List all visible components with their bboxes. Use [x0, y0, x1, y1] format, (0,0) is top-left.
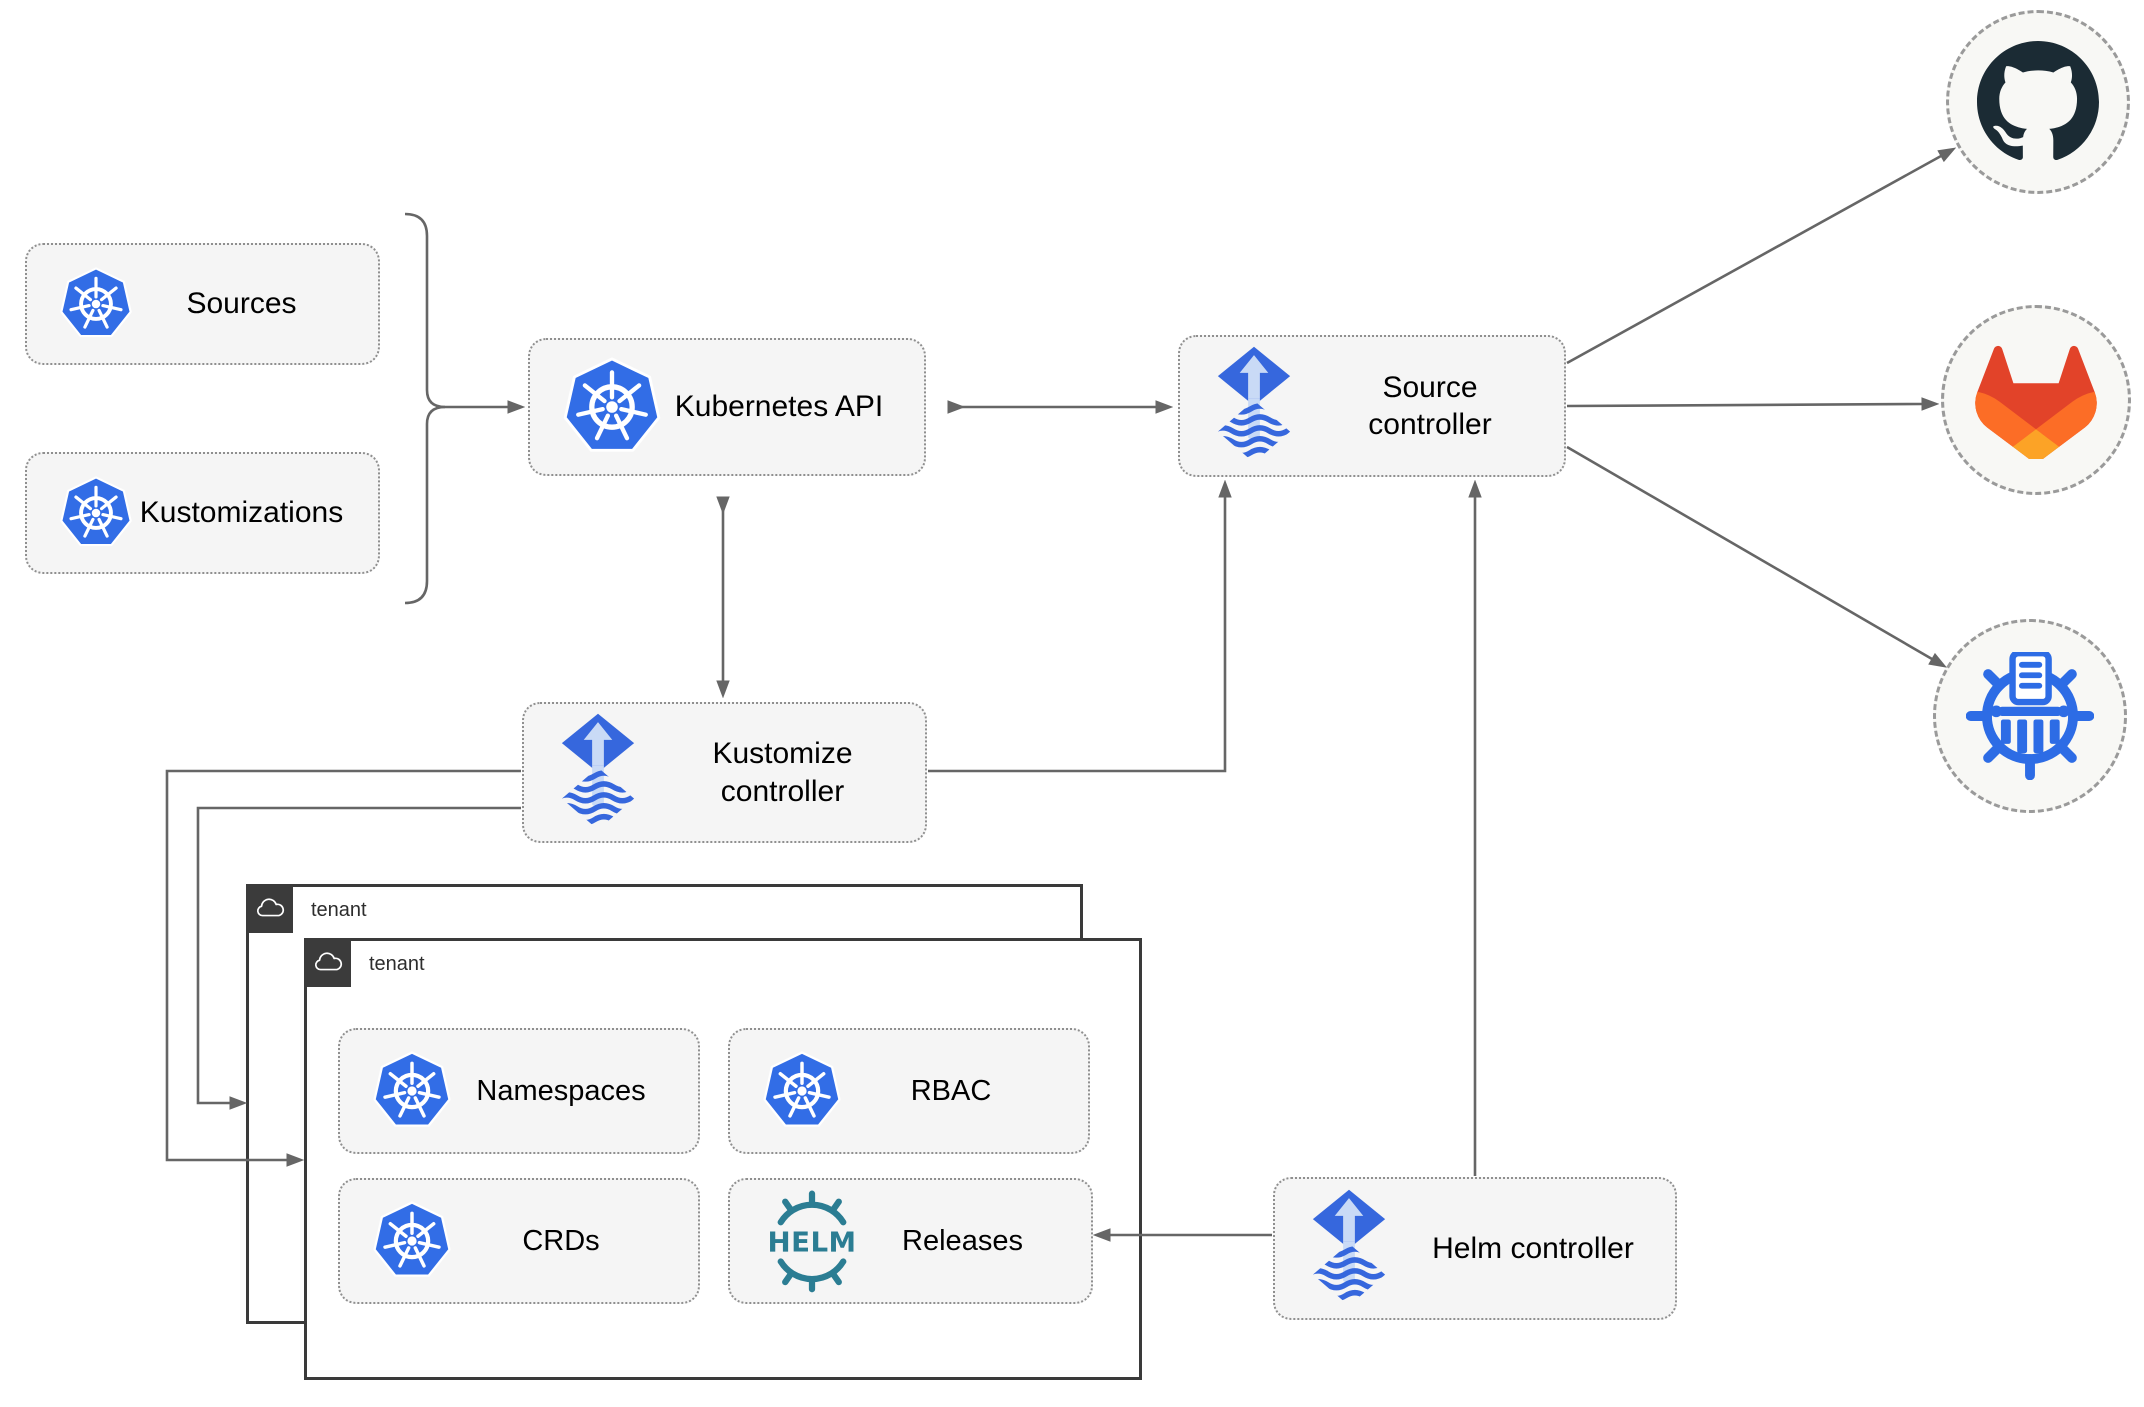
- chartmuseum-icon: [1966, 652, 2094, 780]
- edge-bracket-lower: [404, 405, 446, 605]
- tenant-tab: [304, 938, 351, 987]
- tenant-tab: [246, 884, 293, 933]
- remote-gitlab: [1941, 305, 2131, 495]
- node-label: Namespaces: [476, 1074, 646, 1107]
- cloud-icon: [313, 951, 343, 974]
- kubernetes-icon: [762, 1051, 842, 1131]
- edge-bracket-to-kubernetes-api: [404, 212, 508, 407]
- kubernetes-icon: [562, 357, 662, 457]
- kubernetes-icon: [372, 1201, 452, 1281]
- gitlab-icon: [1974, 341, 2098, 459]
- node-label: Kubernetes API: [674, 390, 884, 424]
- flux-icon: [1307, 1188, 1391, 1310]
- node-label: Releases: [902, 1224, 1023, 1257]
- remote-chart-repository: [1933, 619, 2127, 813]
- node-label: Source controller: [1368, 370, 1492, 442]
- node-label: Kustomizations: [139, 496, 344, 530]
- node-label: Kustomize controller: [712, 737, 853, 808]
- helm-logo-text: HELM: [768, 1226, 857, 1259]
- node-kubernetes-api: Kubernetes API: [528, 338, 926, 476]
- edge-source-to-chart-repository: [1566, 445, 1932, 659]
- node-label: Helm controller: [1432, 1231, 1634, 1265]
- node-sources: Sources: [25, 243, 380, 365]
- node-namespaces: Namespaces: [338, 1028, 700, 1154]
- tenant-label: tenant: [311, 899, 367, 921]
- kubernetes-icon: [59, 476, 133, 550]
- remote-github: [1946, 10, 2130, 194]
- node-kustomize-controller: Kustomize controller: [522, 702, 927, 843]
- kubernetes-icon: [372, 1051, 452, 1131]
- node-crds: CRDs: [338, 1178, 700, 1304]
- tenant-group-front: tenant: [304, 938, 1142, 1380]
- edge-source-to-github: [1566, 156, 1941, 365]
- node-helm-controller: Helm controller: [1273, 1177, 1677, 1320]
- node-kustomizations: Kustomizations: [25, 452, 380, 574]
- edge-source-to-gitlab: [1566, 404, 1922, 406]
- flux-icon: [556, 712, 640, 834]
- helm-icon: HELM: [762, 1189, 862, 1293]
- edge-kustomize-to-source: [928, 497, 1225, 773]
- node-rbac: RBAC: [728, 1028, 1090, 1154]
- node-source-controller: Source controller: [1178, 335, 1566, 477]
- tenant-label: tenant: [369, 953, 425, 975]
- cloud-icon: [255, 897, 285, 920]
- node-label: RBAC: [910, 1074, 992, 1107]
- node-label: Sources: [186, 287, 297, 321]
- github-icon: [1977, 41, 2099, 163]
- node-label: CRDs: [522, 1224, 600, 1257]
- node-releases: HELM Releases: [728, 1178, 1093, 1304]
- flux-icon: [1212, 345, 1296, 467]
- kubernetes-icon: [59, 267, 133, 341]
